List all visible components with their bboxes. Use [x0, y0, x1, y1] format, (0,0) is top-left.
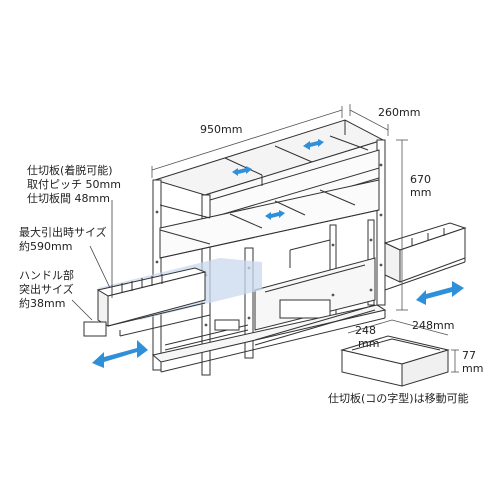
divider-callout-line-2: 取付ピッチ 50mm: [27, 178, 121, 191]
rack-frame: [151, 119, 387, 376]
inset-caption: 仕切板(コの字型)は移動可能: [328, 391, 469, 405]
max-pull-callout-line-2: 約590mm: [19, 239, 72, 253]
pull-arrow-left: [92, 340, 148, 368]
divider-callout-line-3: 仕切板間 48mm: [27, 191, 110, 205]
inset-width-unit: mm: [358, 337, 379, 350]
inset-width-number: 248: [355, 324, 376, 337]
handle-callout-line-3: 約38mm: [19, 296, 65, 310]
height-label-unit: mm: [410, 186, 431, 199]
slide-arrow-top: [303, 139, 324, 150]
callout-leaders: [71, 200, 113, 321]
inset-height-number: 77: [462, 349, 476, 362]
right-front-post: [376, 139, 386, 306]
width-label: 950mm: [200, 123, 242, 136]
slide-arrow-middle: [232, 166, 252, 176]
depth-label: 260mm: [378, 106, 420, 119]
divider-callout-line-1: 仕切板(着脱可能): [27, 163, 113, 177]
height-dimension-line: [396, 139, 408, 311]
inset-dimension-lines: [347, 319, 459, 373]
width-dimension-line: [151, 106, 343, 178]
inset-divider-tray: [340, 335, 450, 387]
max-pull-callout-line-1: 最大引出時サイズ: [19, 225, 107, 239]
inset-height-unit: mm: [462, 362, 483, 375]
handle-callout-line-2: 突出サイズ: [19, 282, 74, 296]
slide-arrow-lower: [265, 210, 285, 220]
pull-arrow-right: [416, 281, 464, 305]
handle-callout-line-1: ハンドル部: [19, 268, 74, 282]
depth-dimension-line: [349, 104, 389, 136]
height-label-number: 670: [410, 173, 431, 186]
right-pull-out-drawer: [383, 222, 467, 291]
drawer-handle: [83, 321, 107, 337]
inset-depth-label: 248mm: [412, 319, 454, 332]
left-pull-out-drawer: [83, 267, 211, 337]
